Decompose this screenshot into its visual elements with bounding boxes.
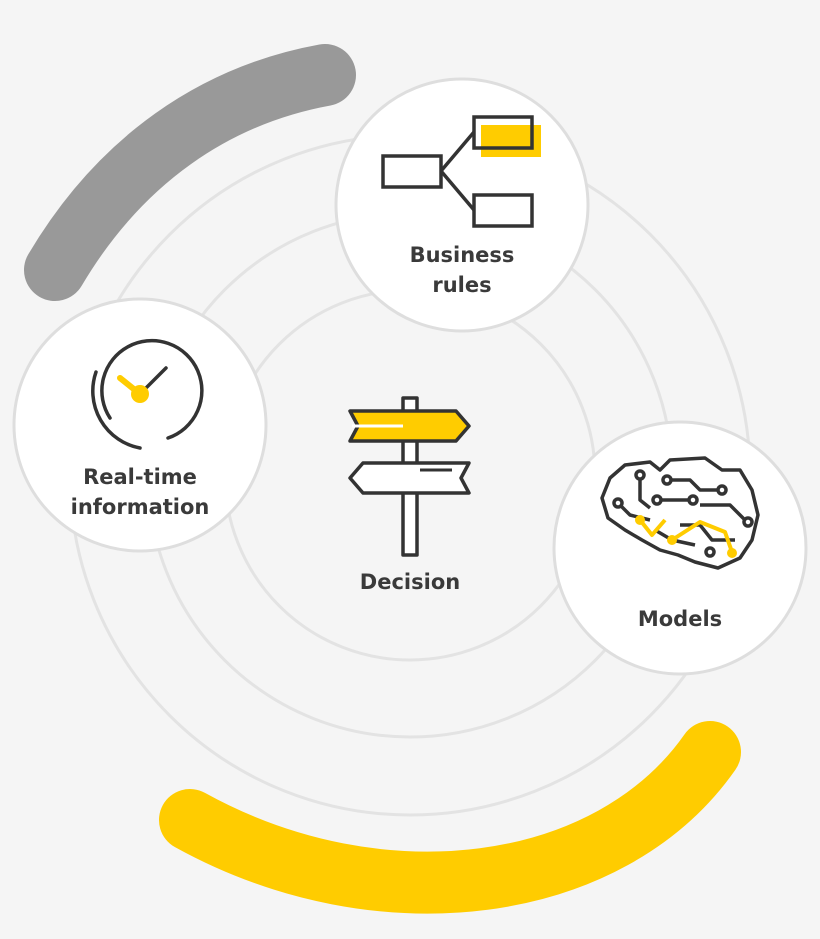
models-node (552, 420, 808, 676)
brain-circuit-icon (600, 456, 760, 570)
models-label: Models (637, 607, 723, 631)
realtime-label: Real-time information (60, 462, 220, 522)
clock-icon (91, 338, 204, 450)
gray-arc (24, 44, 356, 301)
signpost-icon (348, 396, 471, 557)
business-rules-label-line1: Business (409, 243, 515, 267)
realtime-label-line1: Real-time (83, 465, 197, 489)
decision-label: Decision (359, 570, 461, 594)
business-rules-label-line2: rules (432, 273, 492, 297)
realtime-node (12, 297, 268, 553)
realtime-label-line2: information (70, 495, 210, 519)
org-chart-icon (381, 115, 541, 228)
yellow-arc (159, 721, 741, 914)
business-rules-label: Business rules (402, 240, 522, 300)
